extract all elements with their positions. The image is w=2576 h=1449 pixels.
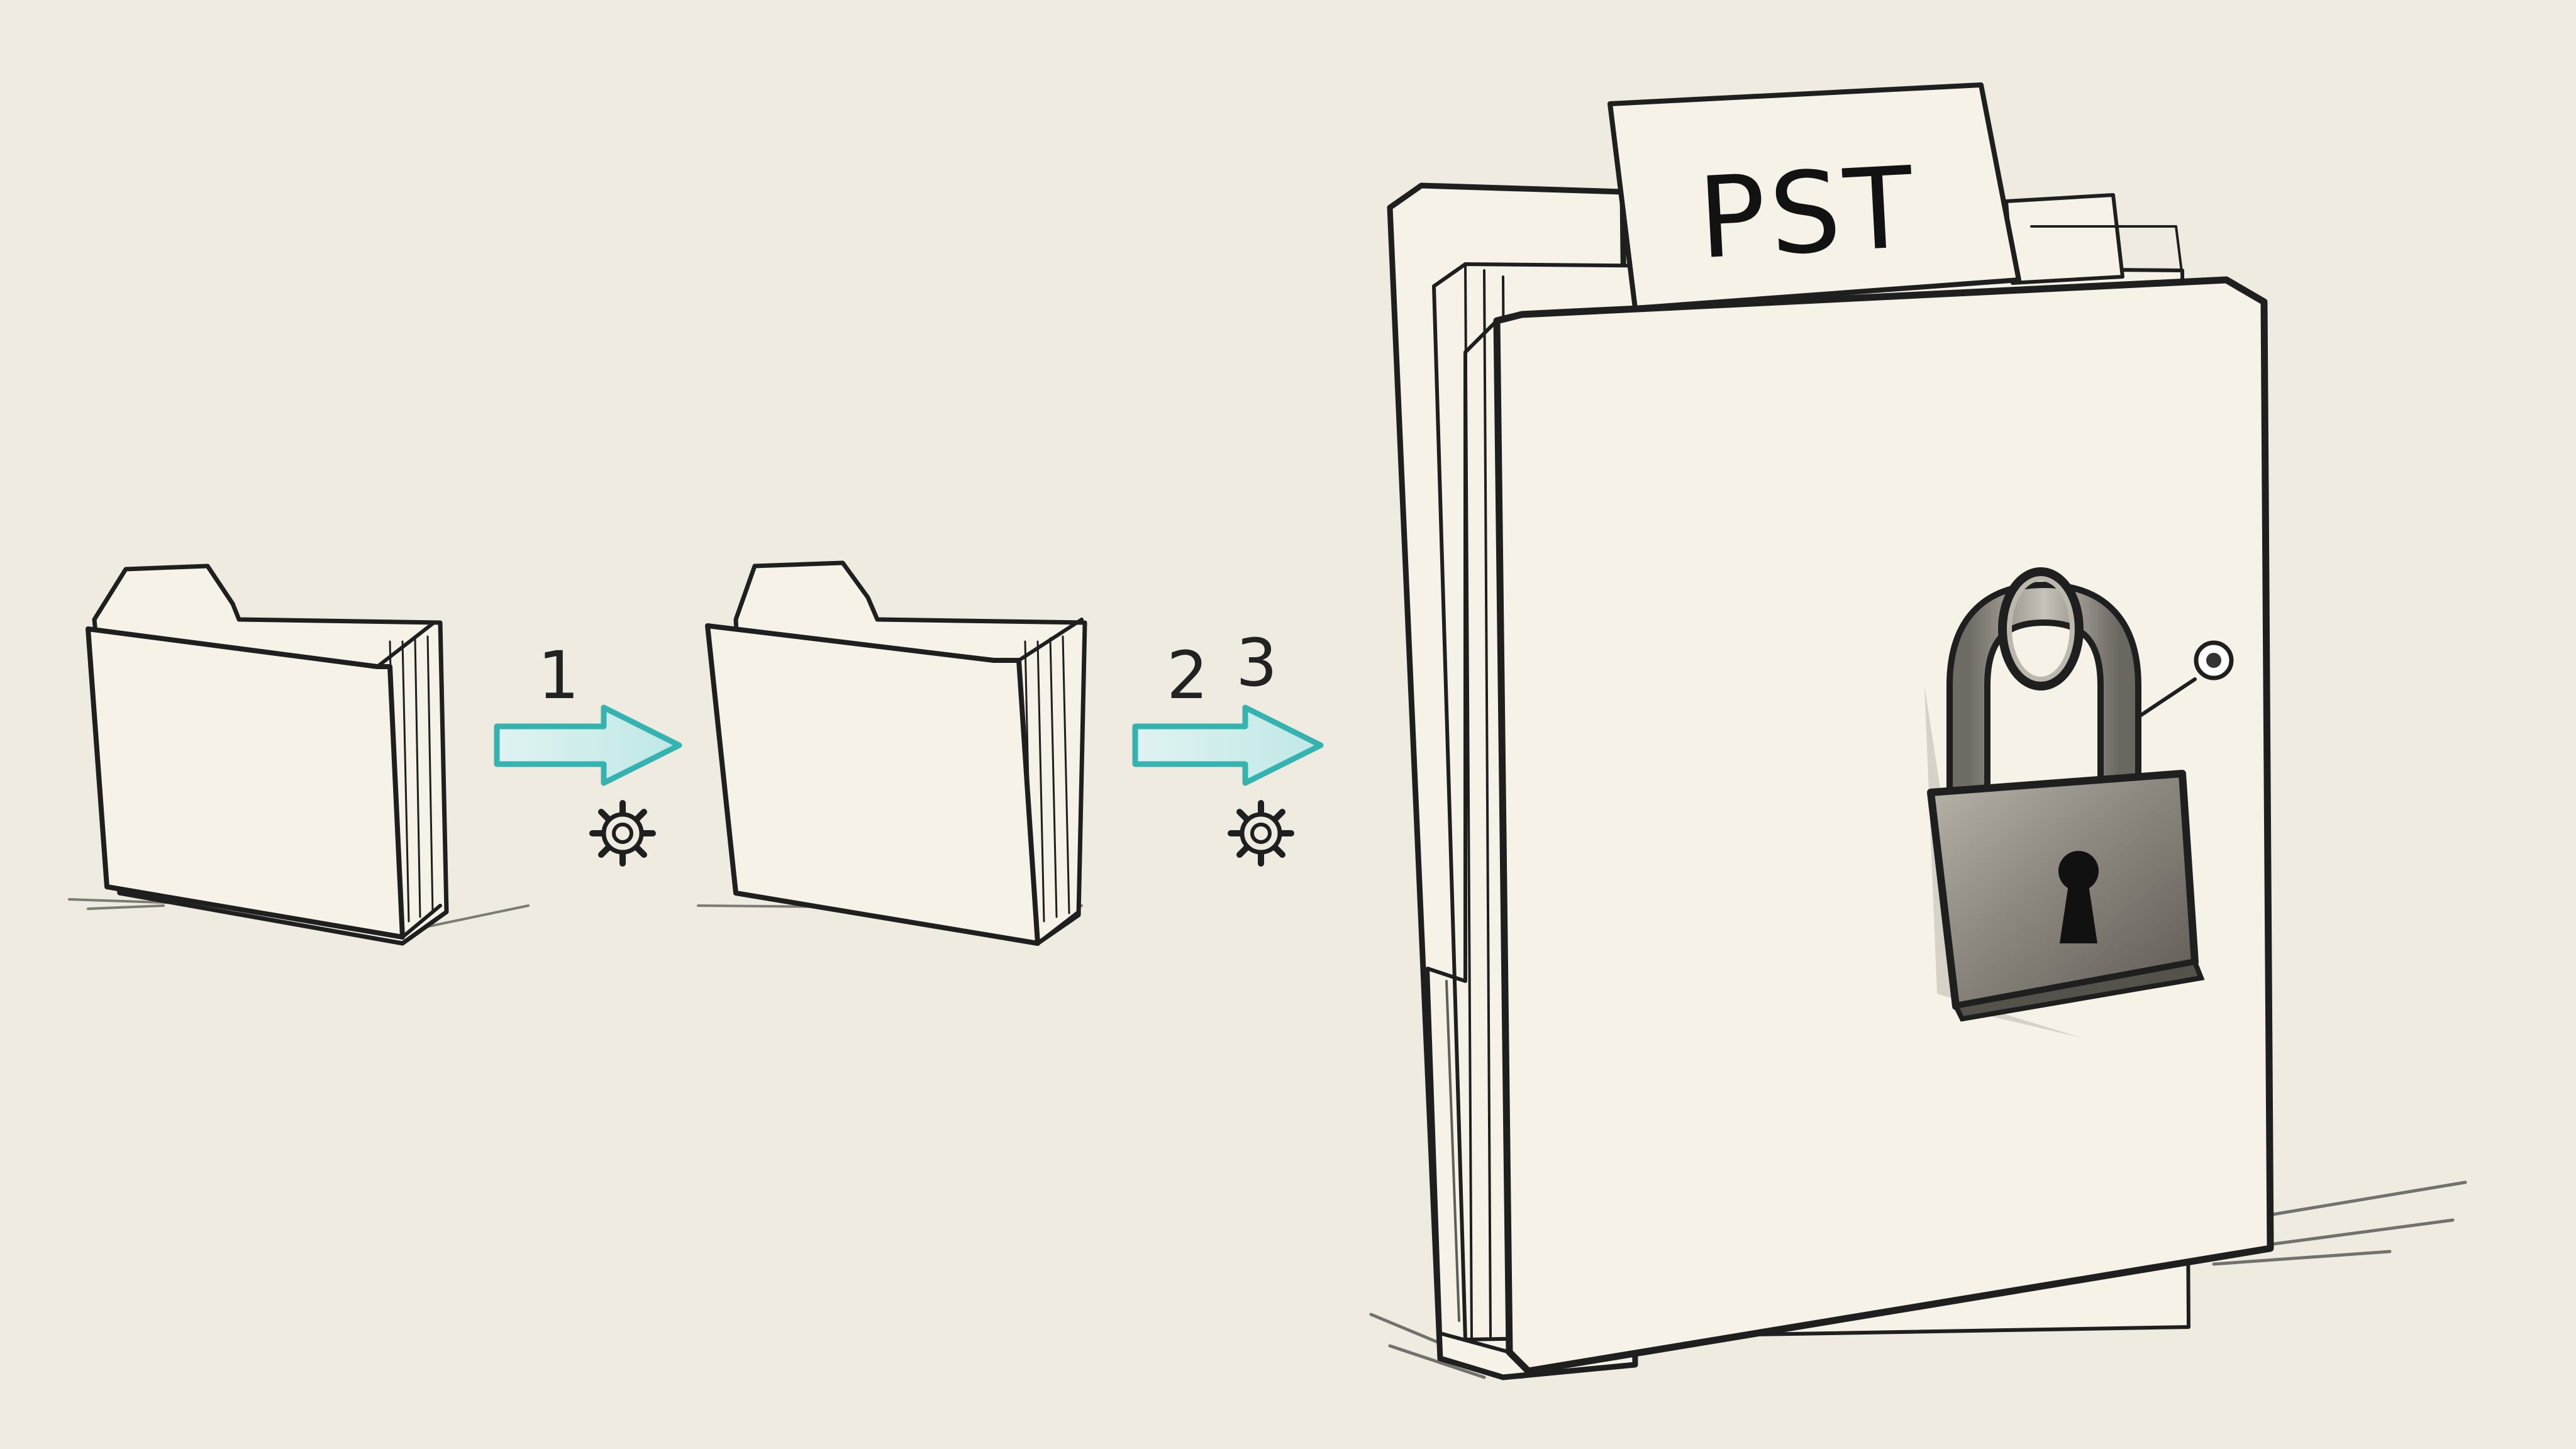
- padlock-icon: [1924, 567, 2205, 1038]
- step-3-label: 3: [1236, 625, 1277, 701]
- intermediate-folder-icon: [697, 560, 1087, 946]
- arrow-right-icon: [494, 704, 682, 786]
- pst-archive-icon: PST: [1369, 82, 2467, 1380]
- arrow-right-icon: [1132, 704, 1324, 786]
- step-1-label: 1: [538, 637, 579, 714]
- pst-label: PST: [1695, 142, 1919, 284]
- screw-hole-icon: [2136, 640, 2234, 719]
- gear-icon: [1228, 800, 1294, 867]
- step-2-label: 2: [1167, 637, 1208, 714]
- gear-icon: [589, 800, 656, 867]
- source-folder-icon: [68, 564, 530, 946]
